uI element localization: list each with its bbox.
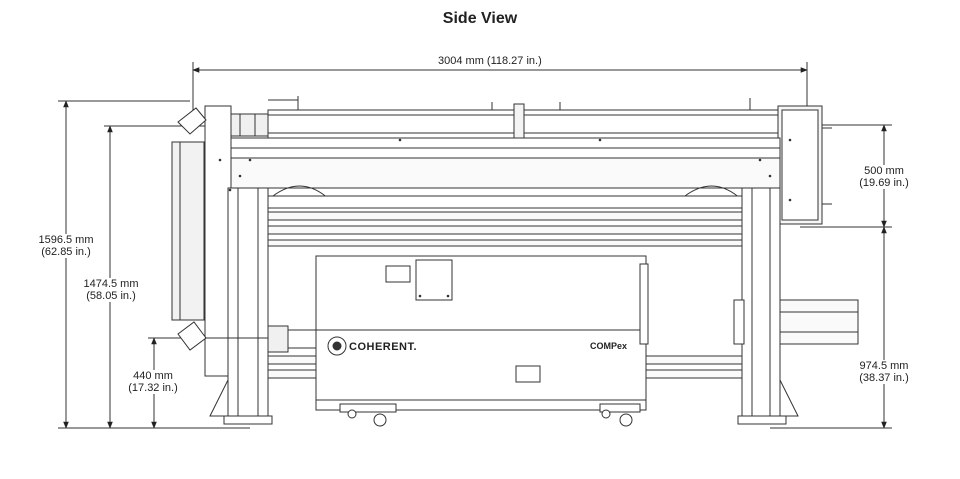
head-height-label: 500 mm (19.69 in.) — [850, 165, 918, 189]
bolt-dots — [218, 138, 792, 298]
frame-height-in: (58.05 in.) — [86, 290, 136, 302]
overall-height-in: (62.85 in.) — [41, 246, 91, 258]
lower-height-label: 974.5 mm (38.37 in.) — [850, 360, 918, 384]
frame-height-label: 1474.5 mm (58.05 in.) — [78, 278, 144, 302]
overall-height-mm: 1596.5 mm — [38, 234, 94, 246]
frame-height-mm: 1474.5 mm — [83, 278, 139, 290]
model-label: COMPex — [590, 341, 627, 351]
head-height-in: (19.69 in.) — [859, 177, 909, 189]
lower-height-mm: 974.5 mm — [859, 360, 909, 372]
head-height-mm: 500 mm — [864, 165, 904, 177]
lower-height-in: (38.37 in.) — [859, 372, 909, 384]
machine-outline — [171, 96, 859, 427]
base-height-mm: 440 mm — [133, 370, 173, 382]
base-height-in: (17.32 in.) — [128, 382, 178, 394]
overall-width-label: 3004 mm (118.27 in.) — [438, 55, 542, 67]
brand-logo: COHERENT. — [349, 341, 417, 353]
base-height-label: 440 mm (17.32 in.) — [120, 370, 186, 394]
drawing-title: Side View — [442, 10, 518, 27]
overall-height-label: 1596.5 mm (62.85 in.) — [28, 234, 104, 258]
